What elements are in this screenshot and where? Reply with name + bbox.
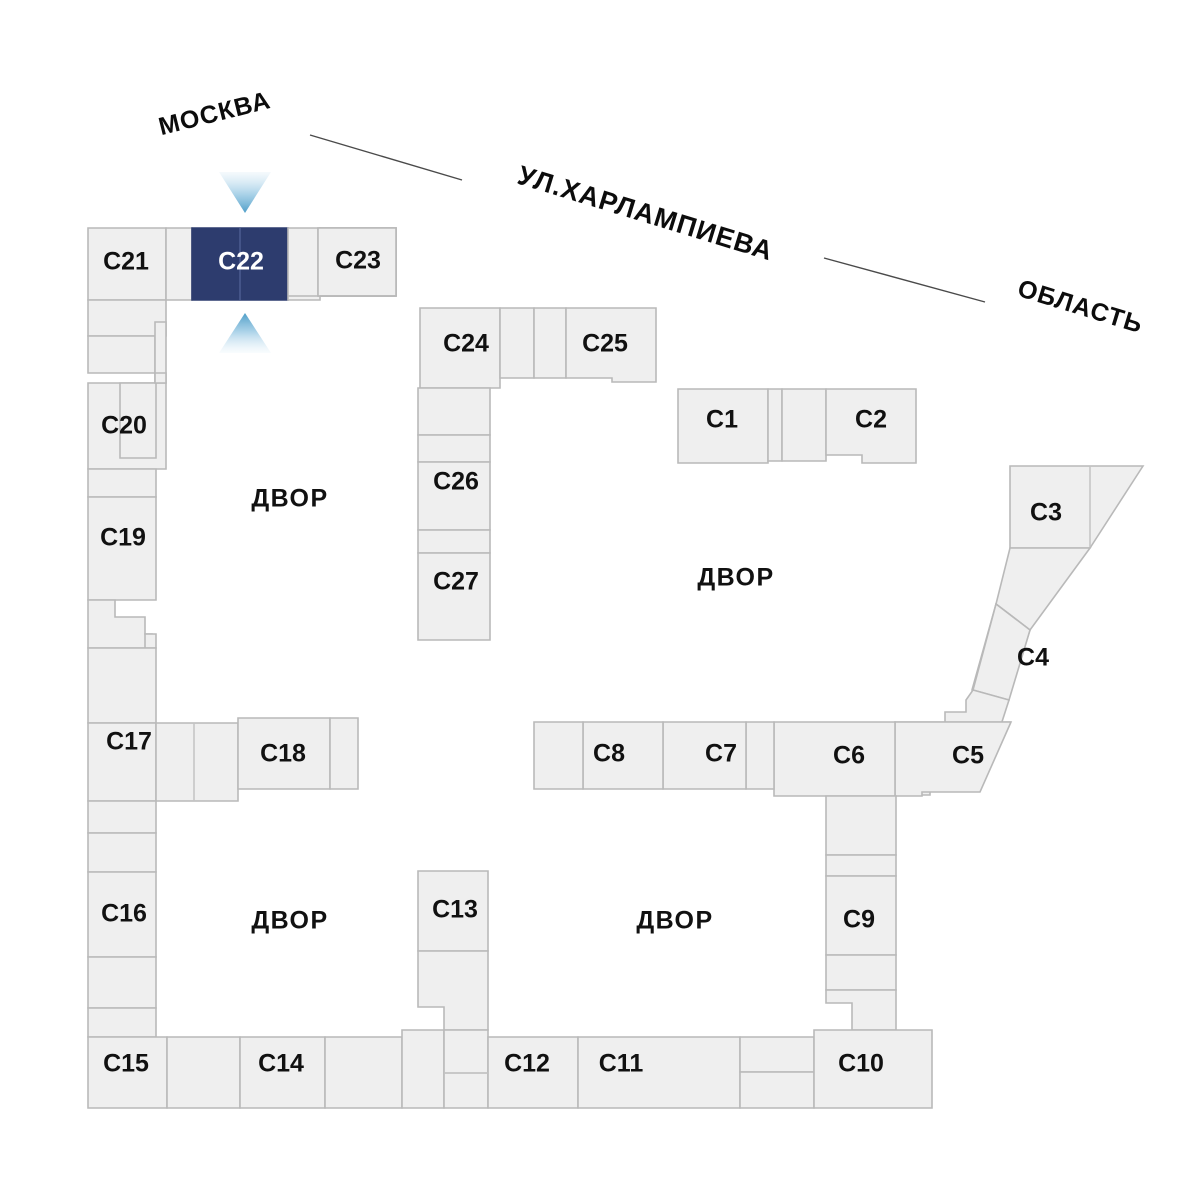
building-label-c23[interactable]: C23: [335, 247, 381, 275]
yard-label-southwest: ДВОР: [251, 907, 328, 935]
building-label-c16[interactable]: C16: [101, 900, 147, 928]
building-label-c10[interactable]: C10: [838, 1050, 884, 1078]
arrow-outbound-icon: [219, 313, 271, 353]
yard-label-northwest: ДВОР: [251, 485, 328, 513]
building-label-c22[interactable]: C22: [218, 248, 264, 276]
building-block-c16[interactable]: [87, 800, 157, 1038]
building-block-c5[interactable]: [894, 721, 1013, 797]
c20-notch: [154, 372, 167, 384]
building-cell-c11-c10-link[interactable]: [739, 1036, 815, 1109]
building-label-c21[interactable]: C21: [103, 248, 149, 276]
building-block-c27[interactable]: [417, 529, 491, 641]
building-block-c4[interactable]: [971, 602, 1031, 701]
building-cell-c14-c12-link[interactable]: [324, 1029, 445, 1109]
building-label-c26[interactable]: C26: [433, 468, 479, 496]
building-block-c10[interactable]: [813, 1029, 933, 1109]
building-label-c20[interactable]: C20: [101, 412, 147, 440]
building-block-c8[interactable]: [533, 721, 584, 790]
building-label-c17[interactable]: C17: [106, 728, 152, 756]
direction-label-oblast: ОБЛАСТЬ: [1014, 274, 1146, 339]
building-block-c21[interactable]: [87, 227, 167, 384]
building-block-c13[interactable]: [417, 870, 489, 1031]
building-block-c2[interactable]: [825, 388, 917, 464]
building-block-c25[interactable]: [565, 307, 657, 383]
building-cell-c6-c7-link[interactable]: [745, 721, 775, 790]
building-block-c1[interactable]: [677, 388, 769, 464]
building-stair-c19-c17[interactable]: [87, 599, 157, 649]
building-label-c11[interactable]: C11: [599, 1050, 644, 1078]
building-cell-c24-c25-link[interactable]: [499, 307, 567, 379]
building-cell-c1-c2-link[interactable]: [767, 388, 827, 462]
building-cell-c22-c23-link[interactable]: [287, 227, 321, 301]
building-label-c13[interactable]: C13: [432, 896, 478, 924]
building-label-c8[interactable]: C8: [593, 740, 625, 768]
building-label-c25[interactable]: C25: [582, 330, 628, 358]
building-block-c19[interactable]: [87, 496, 157, 601]
leader-line-oblast: [823, 257, 986, 303]
building-label-c3[interactable]: C3: [1030, 499, 1062, 527]
building-cell-c15-c14-link[interactable]: [166, 1036, 241, 1109]
building-label-c14[interactable]: C14: [258, 1050, 304, 1078]
building-label-c2[interactable]: C2: [855, 406, 887, 434]
building-block-c9[interactable]: [825, 795, 897, 1031]
building-label-c7[interactable]: C7: [705, 740, 737, 768]
building-label-c15[interactable]: C15: [103, 1050, 149, 1078]
street-label: УЛ.ХАРЛАМПИЕВА: [514, 160, 777, 266]
leader-line-moscow: [309, 134, 463, 181]
arrow-inbound-icon: [219, 172, 271, 213]
building-label-c4[interactable]: C4: [1017, 644, 1049, 672]
building-block-c26[interactable]: [417, 387, 491, 531]
building-block-c17[interactable]: [87, 647, 157, 802]
building-cell-c17-c18-link[interactable]: [155, 722, 239, 802]
building-label-c6[interactable]: C6: [833, 742, 865, 770]
building-label-c18[interactable]: C18: [260, 740, 306, 768]
building-block-c24[interactable]: [419, 307, 501, 389]
building-label-c5[interactable]: C5: [952, 742, 984, 770]
building-cell-c21-c22-link[interactable]: [165, 227, 193, 301]
building-label-c27[interactable]: C27: [433, 568, 479, 596]
building-block-c20[interactable]: [87, 382, 167, 498]
building-label-c9[interactable]: C9: [843, 906, 875, 934]
yard-label-northeast: ДВОР: [697, 564, 774, 592]
building-label-c19[interactable]: C19: [100, 524, 146, 552]
yard-label-southeast: ДВОР: [636, 907, 713, 935]
building-label-c24[interactable]: C24: [443, 330, 489, 358]
building-label-c12[interactable]: C12: [504, 1050, 550, 1078]
building-block-c3[interactable]: [1009, 465, 1145, 549]
building-label-c1[interactable]: C1: [706, 406, 738, 434]
building-block-c18[interactable]: [237, 717, 359, 790]
direction-label-moscow: МОСКВА: [156, 86, 274, 141]
